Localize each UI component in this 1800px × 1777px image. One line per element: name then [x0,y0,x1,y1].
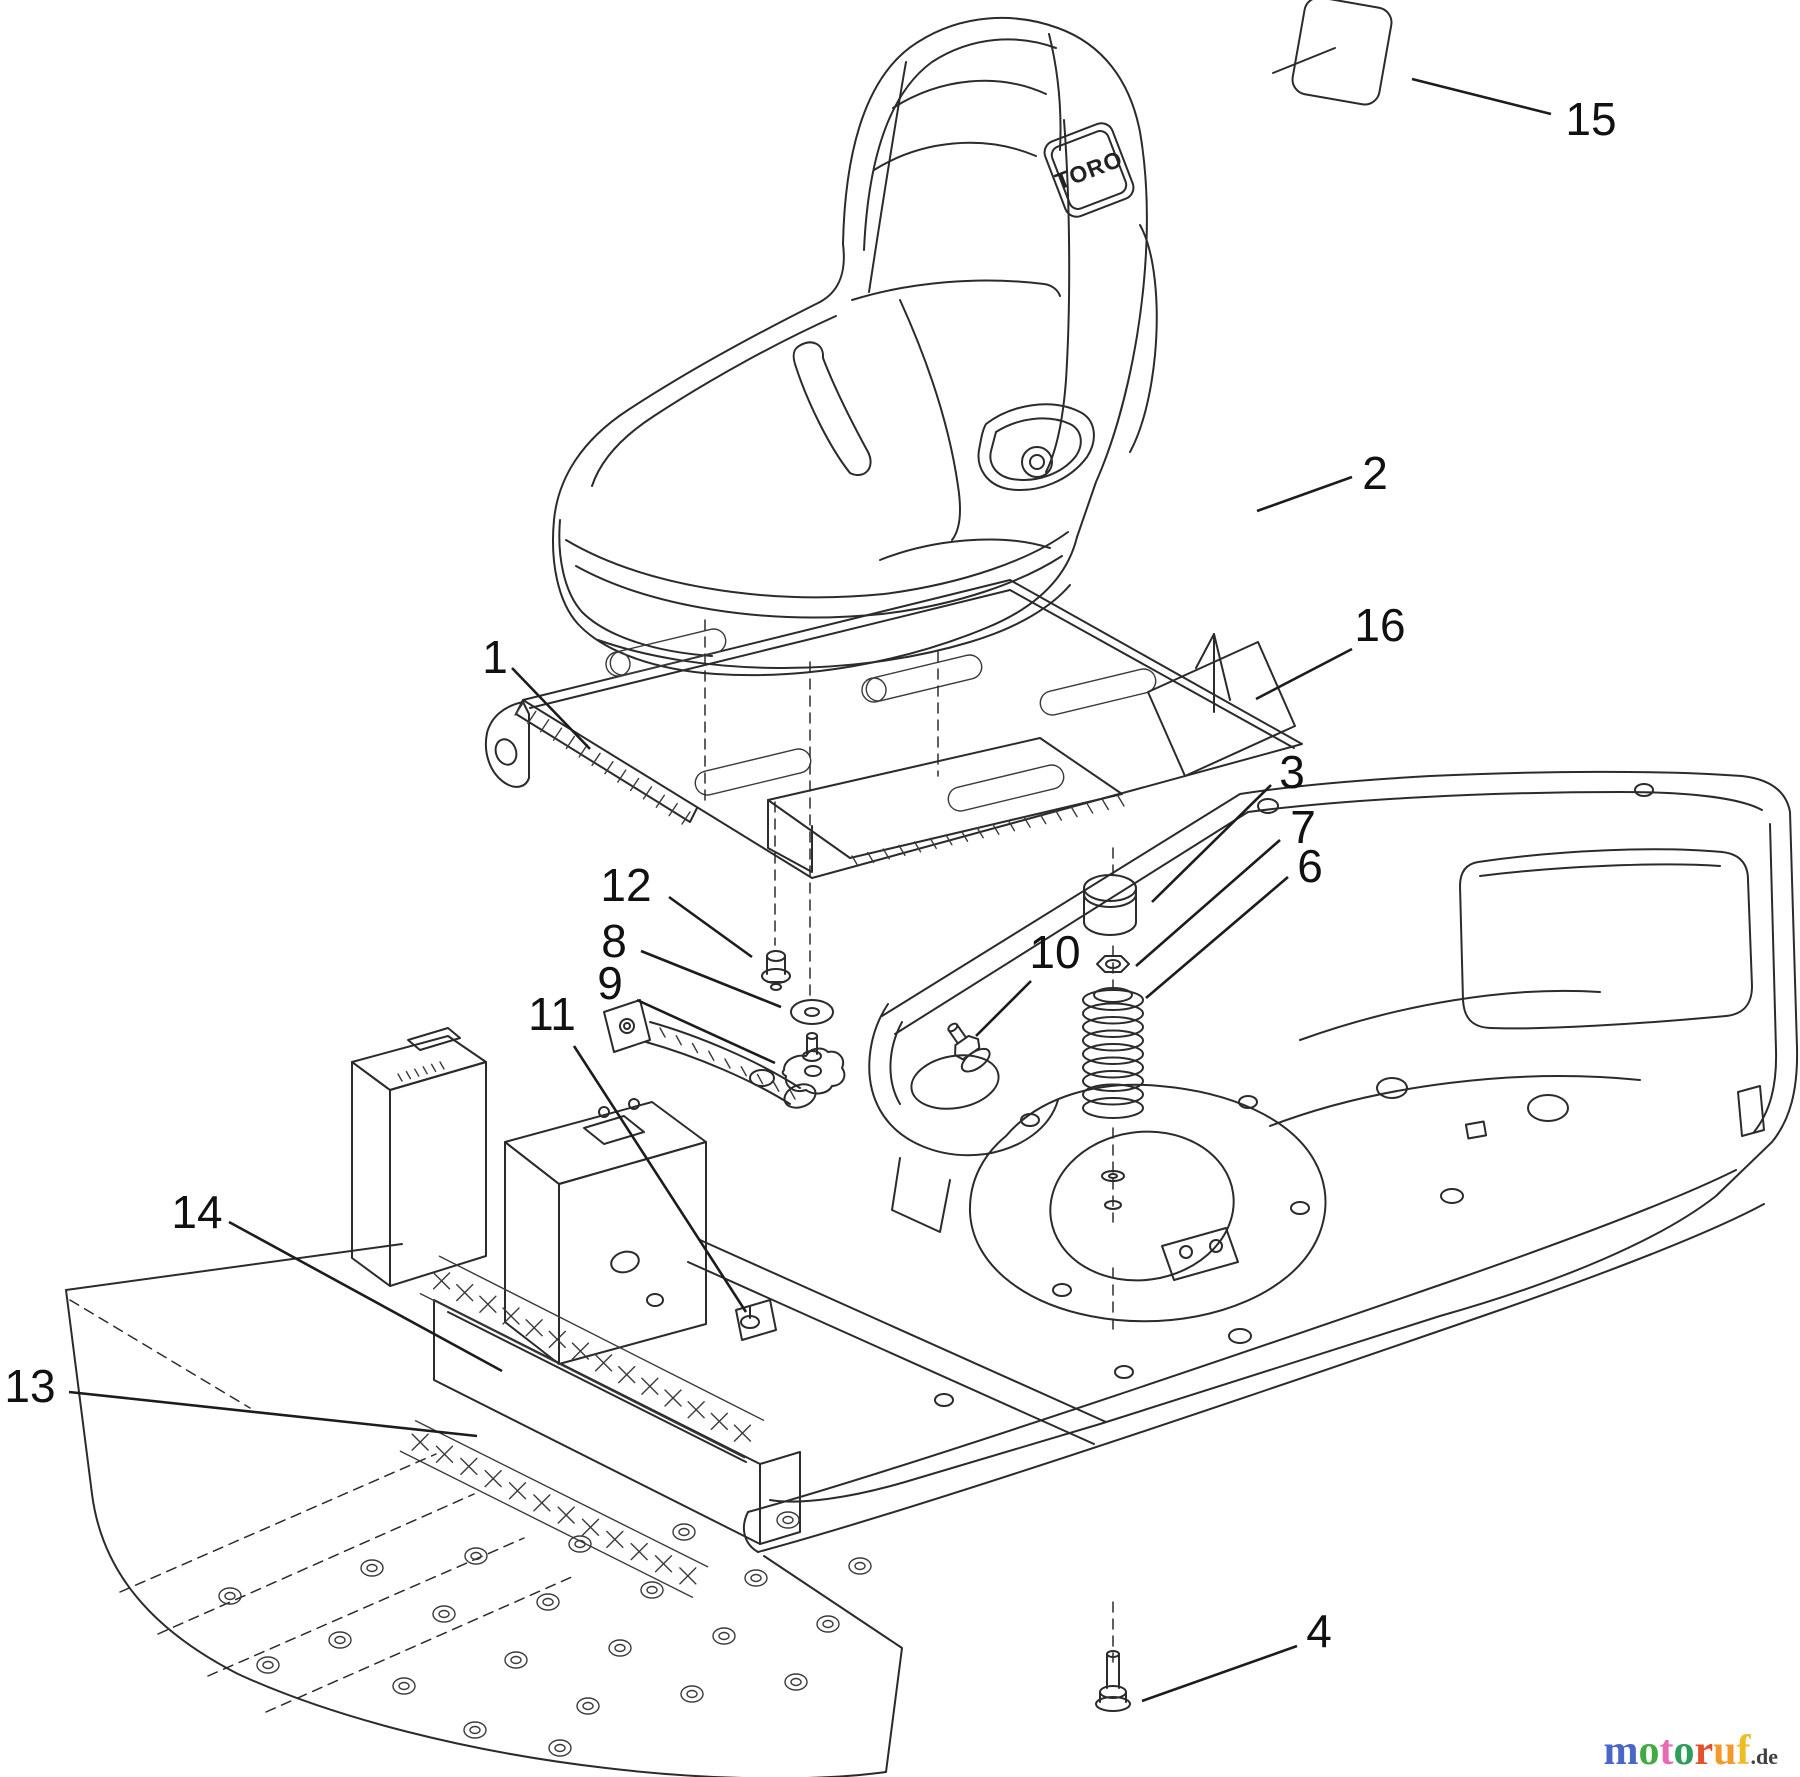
motoruf-suffix: .de [1750,1744,1779,1769]
motoruf-letter: m [1603,1728,1639,1774]
motoruf-watermark: motoruf.de [1603,1727,1778,1775]
sticker-part-15 [1272,0,1393,106]
callout-label-9: 9 [597,957,623,1009]
motoruf-letter: o [1638,1728,1660,1774]
bolt-part-12 [761,950,791,991]
seat-plate-part-1 [485,579,1303,879]
callout-label-2: 2 [1362,447,1388,499]
callout-label-13: 13 [4,1360,55,1412]
motoruf-wordmark: motoruf [1603,1728,1750,1774]
bracket-assembly-part-14 [351,1027,801,1545]
leader-line-1 [511,667,591,750]
callout-label-12: 12 [600,859,651,911]
leader-line-16 [1255,647,1353,701]
leader-line-15 [1411,77,1552,116]
bushing-part-3 [1083,874,1137,936]
knob-part-9 [781,1032,846,1095]
leader-line-12 [668,895,753,959]
leader-line-11 [572,1045,748,1313]
callout-label-6: 6 [1297,840,1323,892]
callout-label-15: 15 [1565,93,1616,145]
hardware-parts [603,619,1144,1712]
motoruf-letter: t [1659,1728,1674,1774]
callout-label-3: 3 [1279,746,1305,798]
decal-part-16 [1147,633,1296,777]
motoruf-letter: o [1673,1728,1695,1774]
nut-part-7 [1096,955,1130,973]
bolt-part-4 [1095,1650,1131,1712]
leader-line-14 [228,1220,503,1373]
motoruf-letter: r [1694,1728,1714,1774]
callout-label-10: 10 [1029,926,1080,978]
callout-label-14: 14 [171,1186,222,1238]
generated-detail-art [218,702,1125,1757]
leader-line-13 [68,1390,478,1438]
motoruf-letter: u [1713,1728,1737,1774]
leader-line-9 [636,998,776,1065]
leader-line-3 [1151,784,1272,903]
leader-line-2 [1256,475,1353,513]
callout-label-1: 1 [482,631,508,683]
callout-label-8: 8 [601,915,627,967]
leader-line-10 [975,980,1032,1037]
motoruf-letter: f [1736,1728,1751,1774]
toro-logo-text: TORO [1052,145,1127,194]
callout-label-7: 7 [1290,801,1316,853]
callout-label-11: 11 [528,988,576,1040]
leader-line-7 [1135,839,1281,967]
seat-part: TORO [552,16,1158,677]
leader-line-6 [1145,876,1289,999]
bolt-part-10 [947,1022,991,1073]
washer-part-8 [790,999,834,1025]
leader-line-4 [1141,1644,1298,1703]
chassis-frame [687,770,1799,1553]
toro-logo-patch: TORO [1043,122,1135,218]
callout-label-16: 16 [1354,599,1405,651]
floor-pan [65,1243,903,1777]
leader-line-8 [640,949,782,1009]
callout-label-4: 4 [1306,1605,1332,1657]
spring-part-6 [1082,987,1144,1119]
